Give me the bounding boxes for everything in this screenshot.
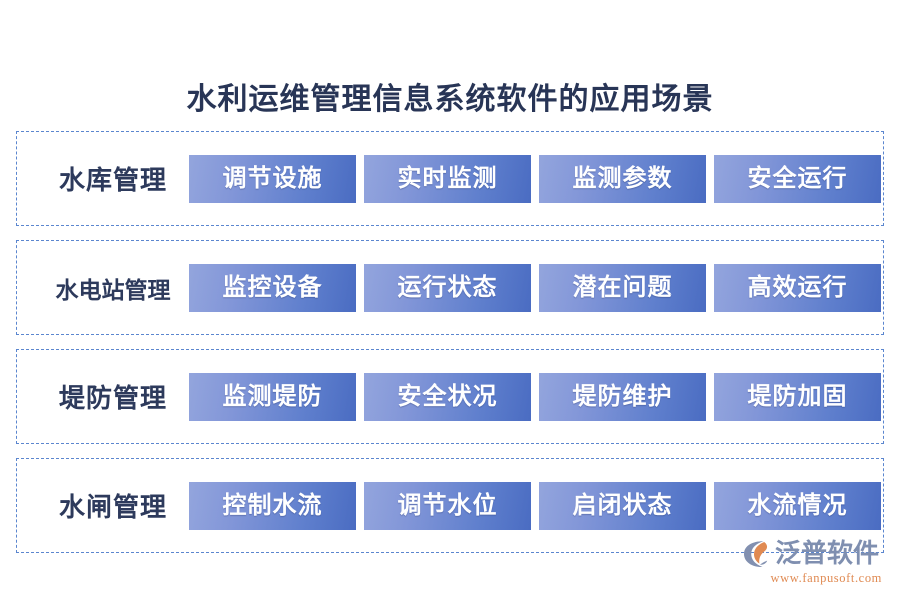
scenario-box[interactable]: 高效运行 bbox=[714, 263, 881, 312]
scenario-box[interactable]: 启闭状态 bbox=[539, 481, 706, 530]
scenario-box[interactable]: 安全状况 bbox=[364, 372, 531, 421]
scenario-box[interactable]: 监测参数 bbox=[539, 154, 706, 203]
page-title: 水利运维管理信息系统软件的应用场景 bbox=[186, 83, 714, 116]
scenario-box[interactable]: 监测堤防 bbox=[189, 372, 356, 421]
logo-brand-text: 泛普软件 bbox=[775, 539, 880, 568]
scenario-box[interactable]: 监控设备 bbox=[189, 263, 356, 312]
scenario-row-water-reservoir: 水库管理 调节设施 实时监测 监测参数 安全运行 bbox=[16, 131, 884, 226]
scenario-box[interactable]: 水流情况 bbox=[714, 481, 881, 530]
row-label: 水库管理 bbox=[58, 166, 167, 195]
scenario-row-sluice: 水闸管理 控制水流 调节水位 启闭状态 水流情况 bbox=[16, 458, 884, 553]
scenario-box[interactable]: 控制水流 bbox=[189, 481, 356, 530]
scenario-box[interactable]: 潜在问题 bbox=[539, 263, 706, 312]
scenario-box[interactable]: 实时监测 bbox=[364, 154, 531, 203]
row-items: 控制水流 调节水位 启闭状态 水流情况 bbox=[189, 481, 881, 530]
row-items: 监测堤防 安全状况 堤防维护 堤防加固 bbox=[189, 372, 881, 421]
logo-top-row: 泛普软件 bbox=[740, 538, 882, 570]
scenario-box[interactable]: 调节设施 bbox=[189, 154, 356, 203]
fanpu-swoosh-icon bbox=[740, 539, 772, 569]
row-label: 堤防管理 bbox=[58, 384, 167, 413]
logo-url-text: www.fanpusoft.com bbox=[770, 571, 882, 585]
row-label: 水闸管理 bbox=[58, 493, 167, 522]
scenario-box[interactable]: 安全运行 bbox=[714, 154, 881, 203]
row-label: 水电站管理 bbox=[55, 277, 171, 303]
scenario-box[interactable]: 堤防维护 bbox=[539, 372, 706, 421]
scenario-row-list: 水库管理 调节设施 实时监测 监测参数 安全运行 水电站管理 监控设备 运行状态… bbox=[16, 131, 884, 567]
scenario-box[interactable]: 调节水位 bbox=[364, 481, 531, 530]
row-items: 监控设备 运行状态 潜在问题 高效运行 bbox=[189, 263, 881, 312]
scenario-row-embankment: 堤防管理 监测堤防 安全状况 堤防维护 堤防加固 bbox=[16, 349, 884, 444]
brand-logo: 泛普软件 www.fanpusoft.com bbox=[740, 538, 882, 586]
scenario-row-hydropower-station: 水电站管理 监控设备 运行状态 潜在问题 高效运行 bbox=[16, 240, 884, 335]
row-items: 调节设施 实时监测 监测参数 安全运行 bbox=[189, 154, 881, 203]
scenario-box[interactable]: 运行状态 bbox=[364, 263, 531, 312]
scenario-box[interactable]: 堤防加固 bbox=[714, 372, 881, 421]
